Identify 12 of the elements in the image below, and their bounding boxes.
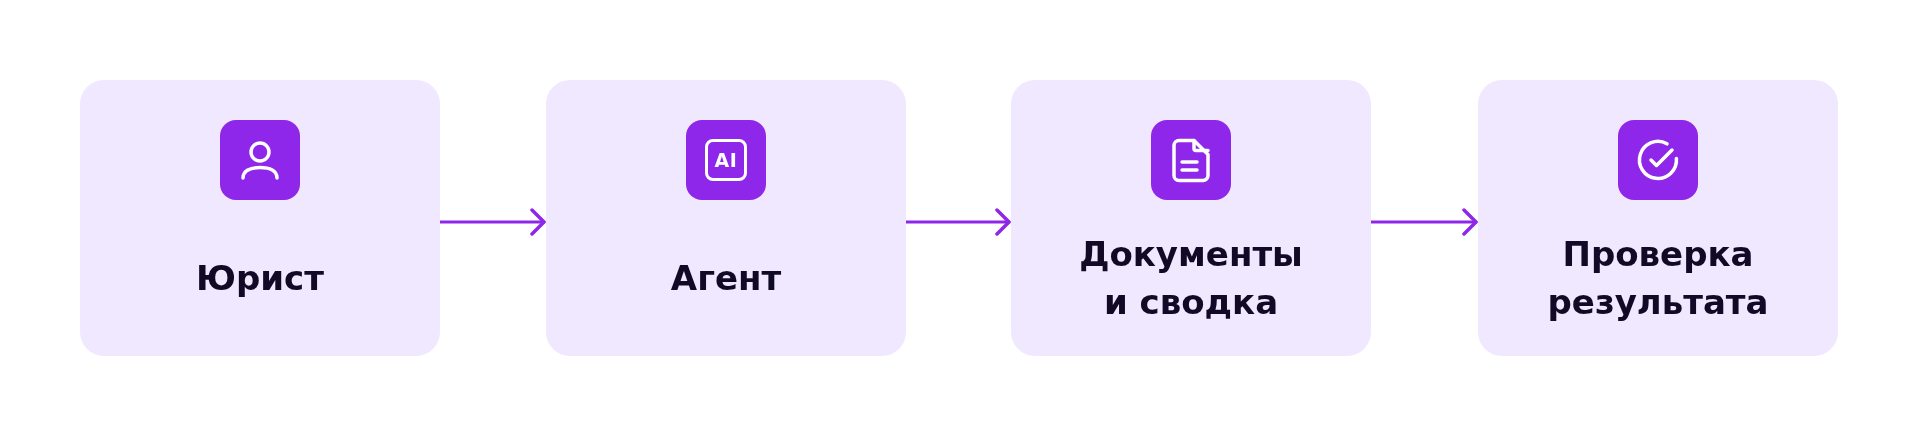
process-box <box>546 80 906 356</box>
process-box <box>1478 80 1838 356</box>
arrow <box>438 208 546 236</box>
node-label: Юрист <box>196 257 324 300</box>
arrow <box>904 208 1011 236</box>
node-label: Проверка результата <box>1546 233 1770 324</box>
process-box <box>80 80 440 356</box>
node-label: Документы и сводка <box>1078 233 1304 324</box>
arrow <box>1369 208 1478 236</box>
node-label: Агент <box>670 257 782 300</box>
process-box <box>1011 80 1371 356</box>
icon-text: AI <box>714 150 738 170</box>
